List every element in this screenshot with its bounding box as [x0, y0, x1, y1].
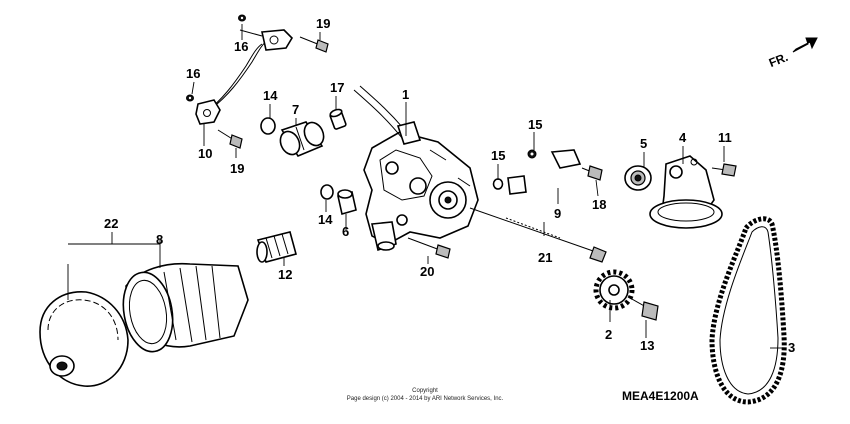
sprocket-2: [593, 269, 635, 311]
bolt-18: [581, 165, 603, 181]
oil-pipe-bracket: [195, 29, 294, 125]
callout-19-top: 19: [316, 16, 330, 31]
callout-12: 12: [278, 267, 292, 282]
oil-collar-7: [279, 121, 325, 158]
bolt-11: [711, 163, 737, 177]
fitting-bolt-12: [256, 231, 297, 263]
callout-19-lower: 19: [230, 161, 244, 176]
callout-16-top: 16: [234, 39, 248, 54]
callout-16-left: 16: [186, 66, 200, 81]
washer-16-left: [186, 94, 194, 102]
callout-4: 4: [679, 130, 687, 145]
callout-17: 17: [330, 80, 344, 95]
bolt-21: [469, 207, 607, 263]
diagram-code: MEA4E1200A: [622, 389, 699, 403]
oil-pipe-9: [507, 149, 584, 195]
washer-15-upper: [527, 149, 537, 159]
front-direction-label: FR.: [767, 50, 790, 70]
callout-10: 10: [198, 146, 212, 161]
callout-3: 3: [788, 340, 795, 355]
callout-labels: 1 2 3 4 5 6 7 8 9 10 11 12 13 14 14 15 1…: [104, 16, 795, 355]
o-ring-14-lower: [320, 184, 334, 200]
washer-15-lower: [492, 178, 504, 190]
bolt-20: [407, 237, 451, 259]
washer-16-top: [238, 14, 246, 22]
callout-21: 21: [538, 250, 552, 265]
callout-15-lower: 15: [491, 148, 505, 163]
cam-chain-3: [709, 216, 787, 405]
copyright-title: Copyright: [412, 388, 438, 394]
o-ring-14-top: [260, 117, 276, 135]
bolt-13: [629, 297, 659, 321]
dowel-pin-17: [329, 108, 347, 130]
oil-filter-cap-22: [39, 291, 129, 387]
callout-5: 5: [640, 136, 647, 151]
callout-8: 8: [156, 232, 163, 247]
callout-18: 18: [592, 197, 606, 212]
leader-lines: [67, 24, 784, 349]
callout-20: 20: [420, 264, 434, 279]
callout-7: 7: [292, 102, 299, 117]
callout-14-top: 14: [263, 88, 278, 103]
collar-6: [337, 189, 357, 216]
oil-strainer-4: [649, 155, 723, 229]
callout-13: 13: [640, 338, 654, 353]
callout-14-lower: 14: [318, 212, 333, 227]
front-direction-indicator: FR.: [767, 37, 818, 70]
callout-6: 6: [342, 224, 349, 239]
callout-15-upper: 15: [528, 117, 542, 132]
oil-pump-assembly-1: [353, 85, 479, 252]
bolt-19-lower: [217, 129, 243, 149]
callout-22: 22: [104, 216, 118, 231]
bolt-19-top: [299, 36, 329, 53]
callout-9: 9: [554, 206, 561, 221]
oil-filter-8: [122, 262, 249, 353]
front-arrow-icon: [792, 37, 818, 53]
copyright-notice: Page design (c) 2004 - 2014 by ARI Netwo…: [347, 396, 504, 402]
seal-5: [624, 165, 652, 191]
callout-11: 11: [718, 130, 732, 145]
callout-1: 1: [402, 87, 409, 102]
callout-2: 2: [605, 327, 612, 342]
